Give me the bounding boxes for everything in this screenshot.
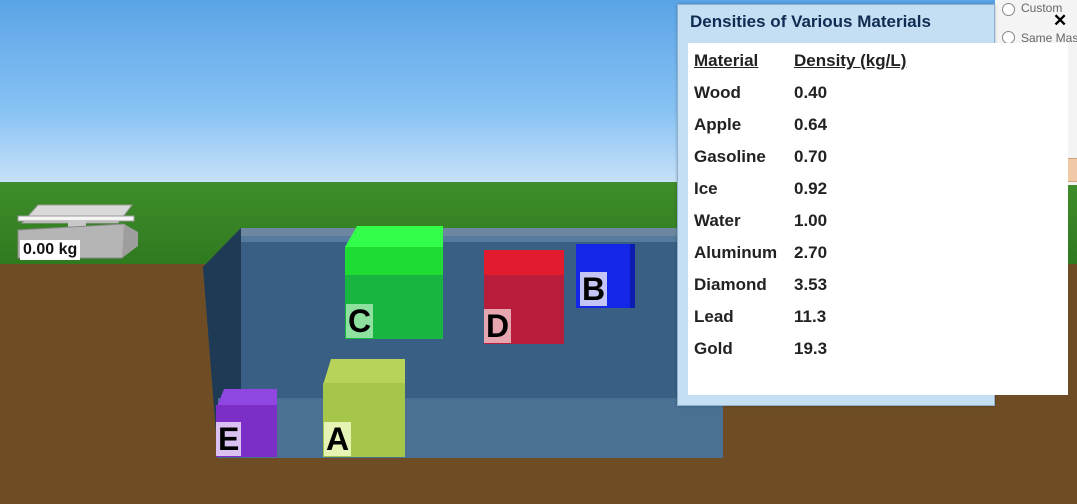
block-d-label: D (484, 308, 512, 344)
material-name: Lead (694, 307, 734, 326)
water-pool (203, 228, 723, 458)
material-name: Water (694, 211, 741, 230)
density-value: 11.3 (794, 307, 827, 326)
material-name: Aluminum (694, 243, 778, 262)
density-value: 1.00 (794, 211, 828, 230)
block-a-label: A (324, 421, 352, 457)
material-name: Apple (694, 115, 742, 134)
material-name: Gasoline (694, 147, 766, 166)
block-e-label: E (216, 421, 242, 457)
density-value: 2.70 (794, 243, 828, 262)
material-name: Ice (694, 179, 718, 198)
density-header: Density (kg/L) (794, 51, 907, 70)
block-c[interactable] (345, 226, 443, 339)
density-value: 0.64 (794, 115, 828, 134)
material-name: Diamond (694, 275, 767, 294)
density-value: 19.3 (794, 339, 828, 358)
material-header: Material (694, 51, 759, 70)
block-b-label: B (580, 271, 608, 307)
density-value: 0.40 (794, 83, 828, 102)
density-value: 0.92 (794, 179, 828, 198)
material-name: Gold (694, 339, 733, 358)
same-mass-option-label: Same Mass (1021, 31, 1077, 45)
density-table: Material Density (kg/L) Wood 0.40 Apple … (688, 43, 1068, 395)
panel-title: Densities of Various Materials (690, 12, 931, 31)
scale-readout: 0.00 kg (20, 240, 81, 260)
close-icon[interactable]: ✕ (1053, 11, 1068, 30)
density-value: 0.70 (794, 147, 828, 166)
custom-option-label: Custom (1021, 1, 1063, 15)
density-table-panel[interactable]: Densities of Various Materials Material … (677, 4, 1068, 406)
custom-radio[interactable] (1002, 3, 1015, 16)
density-value: 3.53 (794, 275, 828, 294)
block-c-label: C (346, 303, 374, 339)
material-name: Wood (694, 83, 741, 102)
